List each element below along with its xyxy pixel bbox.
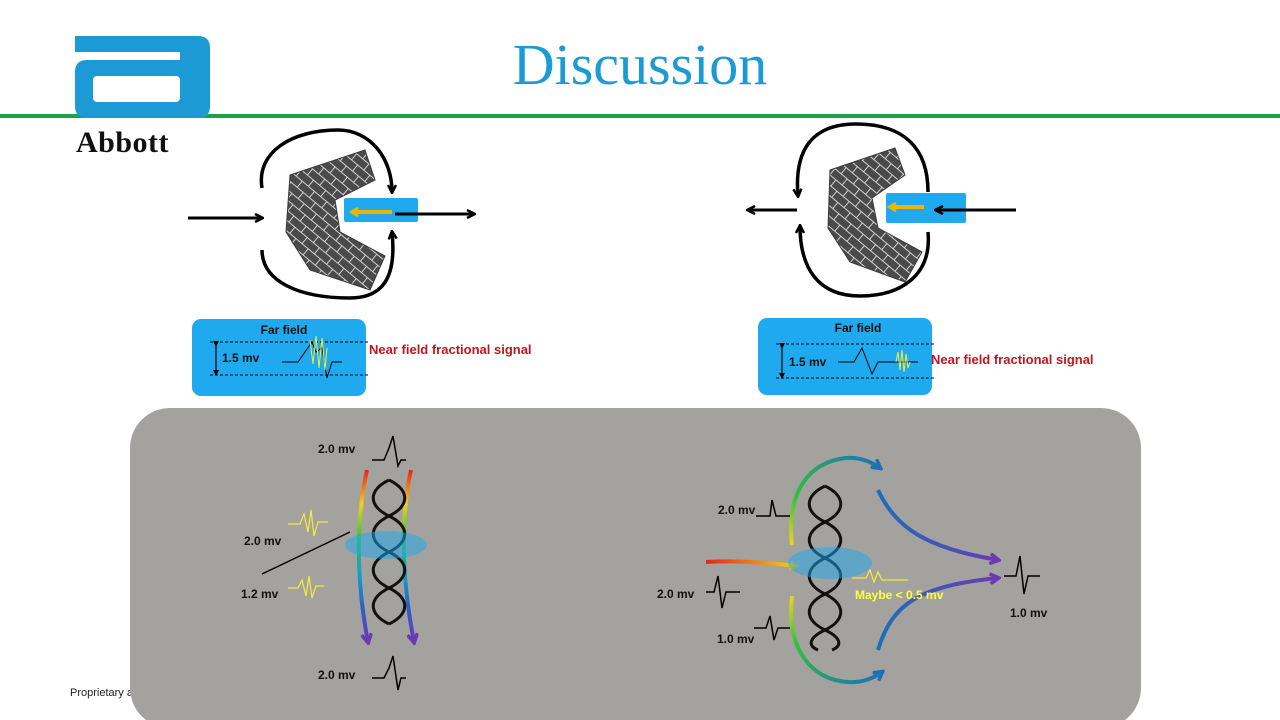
bottom-signal — [372, 655, 406, 691]
top-right-signal-box: Far field 1.5 mv — [758, 318, 934, 395]
upper-loop-arrow — [259, 128, 392, 192]
top-left-signal-box: Far field 1.5 mv — [192, 319, 368, 396]
page-title: Discussion — [512, 32, 768, 97]
middle-signal — [706, 575, 740, 609]
scar-region — [285, 149, 386, 291]
fractional-signal — [852, 568, 908, 584]
upper-label: 2.0 mv — [718, 503, 756, 517]
lower-label: 1.0 mv — [717, 632, 755, 646]
isthmus-ellipse — [788, 547, 872, 579]
entry-rainbow-arrow — [705, 559, 796, 566]
bottom-panel — [130, 408, 1141, 720]
scar-region — [827, 147, 923, 283]
upper-signal — [756, 499, 790, 517]
lower-merge-arrow — [876, 578, 998, 651]
top-label: 2.0 mv — [318, 442, 356, 456]
middle-label: 2.0 mv — [657, 587, 695, 601]
bottom-label: 2.0 mv — [318, 668, 356, 682]
box-title: Far field — [261, 323, 308, 337]
bottom-left-diagram: 2.0 mv 2.0 mv 1.2 mv 2.0 mv — [241, 435, 427, 691]
abbott-logo-icon — [75, 36, 210, 118]
top-signal — [372, 435, 406, 469]
brand-name: Abbott — [76, 126, 170, 159]
near-field-note: Near field fractional signal — [931, 352, 1094, 367]
lower-loop-arrow — [800, 226, 931, 298]
lower-exit-arrow — [789, 595, 882, 685]
upper-merge-arrow — [876, 489, 998, 560]
near-field-note: Near field fractional signal — [369, 342, 532, 357]
amplitude-label: 1.5 mv — [789, 355, 827, 369]
pointer-line — [261, 531, 351, 575]
lower-yellow-signal — [288, 575, 324, 599]
upper-yellow-signal — [288, 509, 328, 537]
lower-label: 1.2 mv — [241, 587, 279, 601]
isthmus-ellipse — [345, 531, 427, 559]
output-signal — [1004, 555, 1040, 595]
amplitude-label: 1.5 mv — [222, 351, 260, 365]
top-left-diagram — [188, 128, 474, 300]
title-divider — [0, 114, 1280, 118]
upper-label: 2.0 mv — [244, 534, 282, 548]
upper-exit-arrow — [789, 455, 880, 546]
box-title: Far field — [835, 321, 882, 335]
footer-text: Proprietary a — [70, 687, 133, 699]
maybe-label: Maybe < 0.5 mv — [855, 588, 944, 602]
top-right-diagram — [748, 122, 1016, 298]
lower-signal — [754, 615, 790, 641]
upper-loop-arrow — [797, 122, 930, 196]
isthmus-channel — [886, 193, 966, 223]
out-label: 1.0 mv — [1010, 606, 1048, 620]
bottom-right-diagram: 2.0 mv 2.0 mv 1.0 mv Maybe < 0.5 mv 1.0 … — [657, 455, 1048, 685]
lower-loop-arrow — [260, 232, 393, 300]
